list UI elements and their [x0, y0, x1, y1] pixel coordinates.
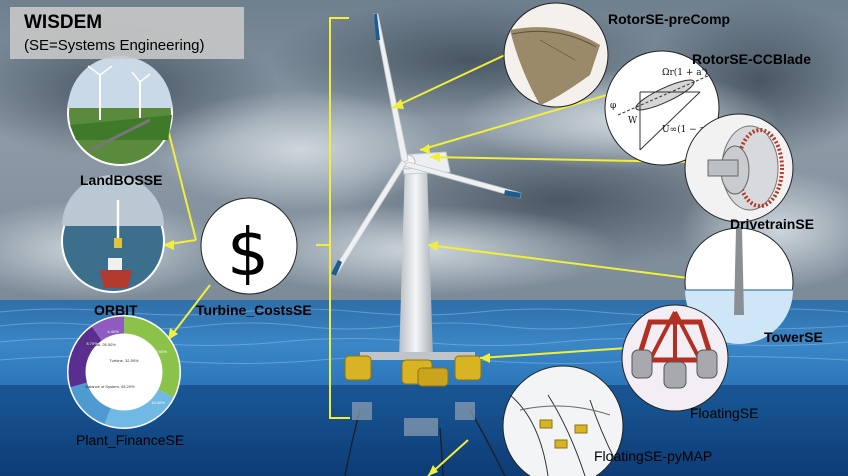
turbine-tower — [399, 165, 433, 360]
airfoil-label-w: W — [628, 116, 638, 126]
label-rotor-ccblade: RotorSE-CCBlade — [692, 51, 812, 67]
donut-label-bos: Balance of System, 45.20% — [85, 384, 135, 389]
donut-label-c: 8.70% — [86, 341, 98, 346]
donut-label-a: 22.60% — [153, 349, 167, 354]
donut-label-d: 4.40% — [107, 329, 119, 334]
bracket — [316, 17, 350, 419]
label-drivetrain: DrivetrainSE — [730, 216, 815, 232]
label-landbosse: LandBOSSE — [80, 172, 163, 188]
label-turbine-costs: Turbine_CostsSE — [196, 302, 312, 318]
dollar-icon: $ — [227, 214, 269, 291]
label-tower: TowerSE — [764, 329, 823, 345]
label-floating: FloatingSE — [690, 405, 759, 421]
label-plant-finance: Plant_FinanceSE — [76, 432, 185, 448]
floating-pymap-icon — [502, 365, 624, 476]
orbit-icon — [61, 175, 165, 293]
page-subtitle: (SE=Systems Engineering) — [24, 37, 205, 54]
label-floating-pymap: FloatingSE-pyMAP — [594, 448, 713, 464]
title-box — [10, 7, 244, 59]
floating-se-icon — [621, 304, 729, 412]
donut-label-financial: Financial, 26.50% — [84, 342, 116, 347]
label-rotor-precomp: RotorSE-preComp — [608, 11, 731, 27]
floating-platform — [344, 352, 482, 436]
airfoil-label-phi: φ — [610, 101, 616, 111]
plant-finance-icon: Turbine, 32.50% Balance of System, 45.20… — [67, 315, 181, 429]
rotor-ccblade-icon: Ωr(1 + a') φ W U∞(1 − a) — [604, 50, 720, 166]
drivetrain-icon — [684, 113, 794, 223]
donut-label-turbine: Turbine, 32.50% — [109, 358, 139, 363]
airfoil-label-omega: Ωr(1 + a') — [662, 67, 708, 78]
label-orbit: ORBIT — [94, 302, 138, 318]
landbosse-icon — [67, 56, 173, 166]
rotor-precomp-icon — [503, 2, 609, 108]
donut-label-b: 13.00% — [151, 400, 165, 405]
dollar-circle — [200, 197, 298, 295]
airfoil-label-u: U∞(1 − a) — [662, 124, 708, 135]
wind-turbine — [330, 13, 522, 360]
page-title: WISDEM — [24, 12, 103, 33]
